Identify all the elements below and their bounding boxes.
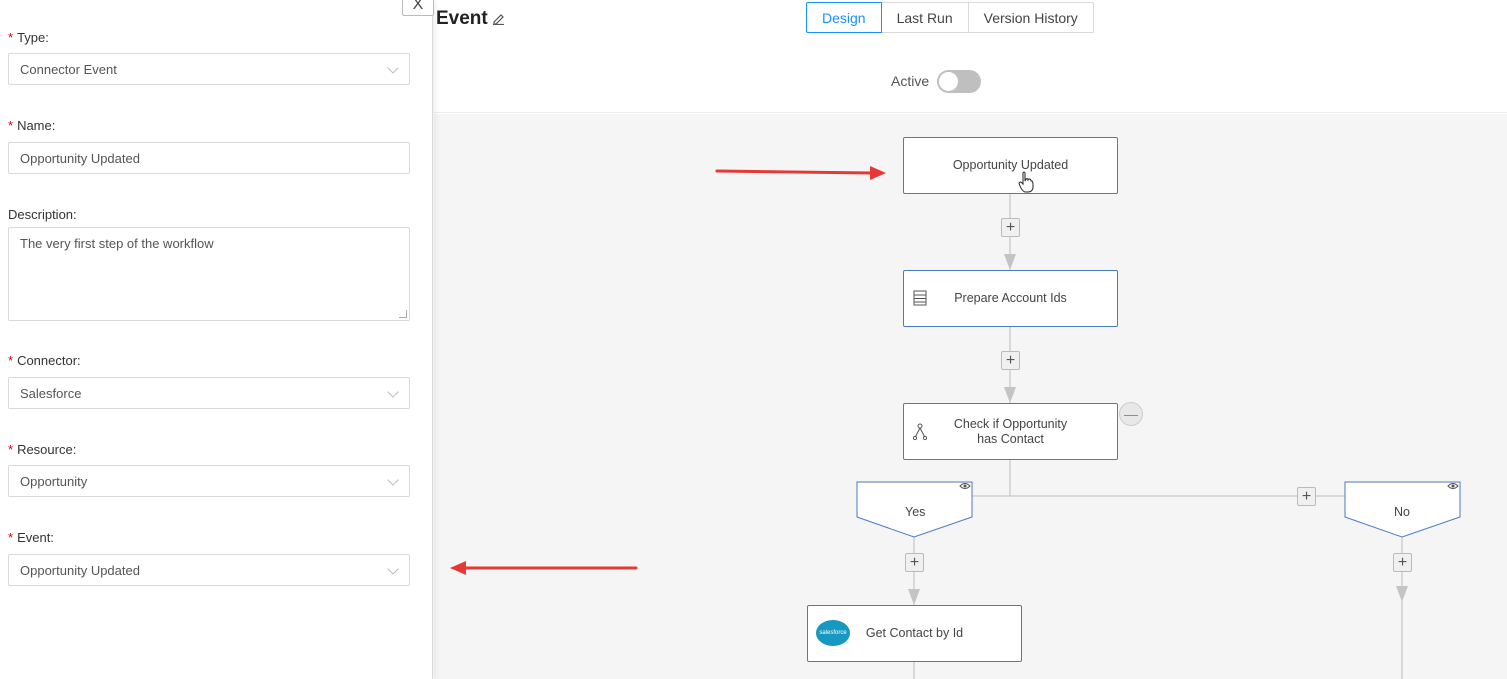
node-trigger[interactable]: Opportunity Updated [903, 137, 1118, 194]
description-textarea[interactable]: The very first step of the workflow [8, 227, 410, 321]
step-config-panel: X *Type: Connector Event *Name: Opportun… [0, 0, 434, 679]
chevron-down-icon [387, 386, 399, 398]
plus-icon: + [1005, 351, 1016, 369]
add-step-button[interactable]: + [905, 553, 924, 572]
chevron-down-icon [387, 563, 399, 575]
node-check-contact[interactable]: Check if Opportunity has Contact [903, 403, 1118, 460]
add-branch-button[interactable]: + [1297, 487, 1316, 506]
tab-design[interactable]: Design [806, 2, 882, 33]
node-get-contact-label: Get Contact by Id [865, 626, 964, 640]
branch-yes-label: Yes [905, 505, 926, 519]
plus-icon: + [909, 553, 920, 571]
node-get-contact[interactable]: salesforce Get Contact by Id [807, 605, 1022, 662]
view-tabs: Design Last Run Version History [806, 2, 1094, 33]
name-label: *Name: [8, 118, 56, 133]
branch-no-shape [1344, 481, 1461, 538]
collapse-branch-button[interactable]: — [1119, 402, 1143, 426]
connector-label: *Connector: [8, 353, 81, 368]
event-label: *Event: [8, 530, 54, 545]
page-title: Event [436, 8, 488, 29]
add-step-button[interactable]: + [1001, 218, 1020, 237]
node-prepare-label: Prepare Account Ids [954, 291, 1067, 305]
close-icon: X [412, 0, 424, 13]
add-step-button[interactable]: + [1393, 553, 1412, 572]
resource-select[interactable]: Opportunity [8, 465, 410, 497]
eye-icon[interactable] [959, 482, 971, 493]
resize-handle[interactable] [399, 310, 407, 318]
branch-icon [912, 423, 928, 441]
active-label: Active [891, 73, 930, 89]
description-label: Description: [8, 207, 77, 222]
workflow-canvas: Opportunity Updated + Prepare Account Id… [434, 114, 1507, 679]
plus-icon: + [1005, 218, 1016, 236]
plus-icon: + [1397, 553, 1408, 571]
branch-yes-shape [856, 481, 973, 538]
branch-no-label: No [1394, 505, 1410, 519]
salesforce-icon: salesforce [816, 620, 850, 646]
minus-icon: — [1124, 406, 1138, 422]
type-select[interactable]: Connector Event [8, 53, 410, 85]
plus-icon: + [1301, 487, 1312, 505]
type-label: *Type: [8, 30, 49, 45]
eye-icon[interactable] [1447, 482, 1459, 493]
connector-select[interactable]: Salesforce [8, 377, 410, 409]
event-select[interactable]: Opportunity Updated [8, 554, 410, 586]
name-input[interactable]: Opportunity Updated [8, 142, 410, 174]
pencil-icon[interactable] [492, 12, 505, 28]
tab-last-run[interactable]: Last Run [880, 2, 969, 33]
node-check-label: Check if Opportunity has Contact [953, 416, 1068, 446]
node-prepare-account-ids[interactable]: Prepare Account Ids [903, 270, 1118, 327]
chevron-down-icon [387, 474, 399, 486]
close-panel-button[interactable]: X [402, 0, 434, 16]
chevron-down-icon [387, 62, 399, 74]
node-trigger-label: Opportunity Updated [952, 158, 1069, 172]
workflow-header: Event Design Last Run Version History Ac… [434, 0, 1507, 113]
tab-version-history[interactable]: Version History [967, 2, 1094, 33]
active-toggle[interactable] [937, 70, 981, 93]
add-step-button[interactable]: + [1001, 351, 1020, 370]
list-icon [912, 290, 928, 308]
hand-cursor-icon [1018, 171, 1034, 197]
toggle-knob [939, 72, 958, 91]
resource-label: *Resource: [8, 442, 77, 457]
connector-lines [856, 194, 1461, 679]
